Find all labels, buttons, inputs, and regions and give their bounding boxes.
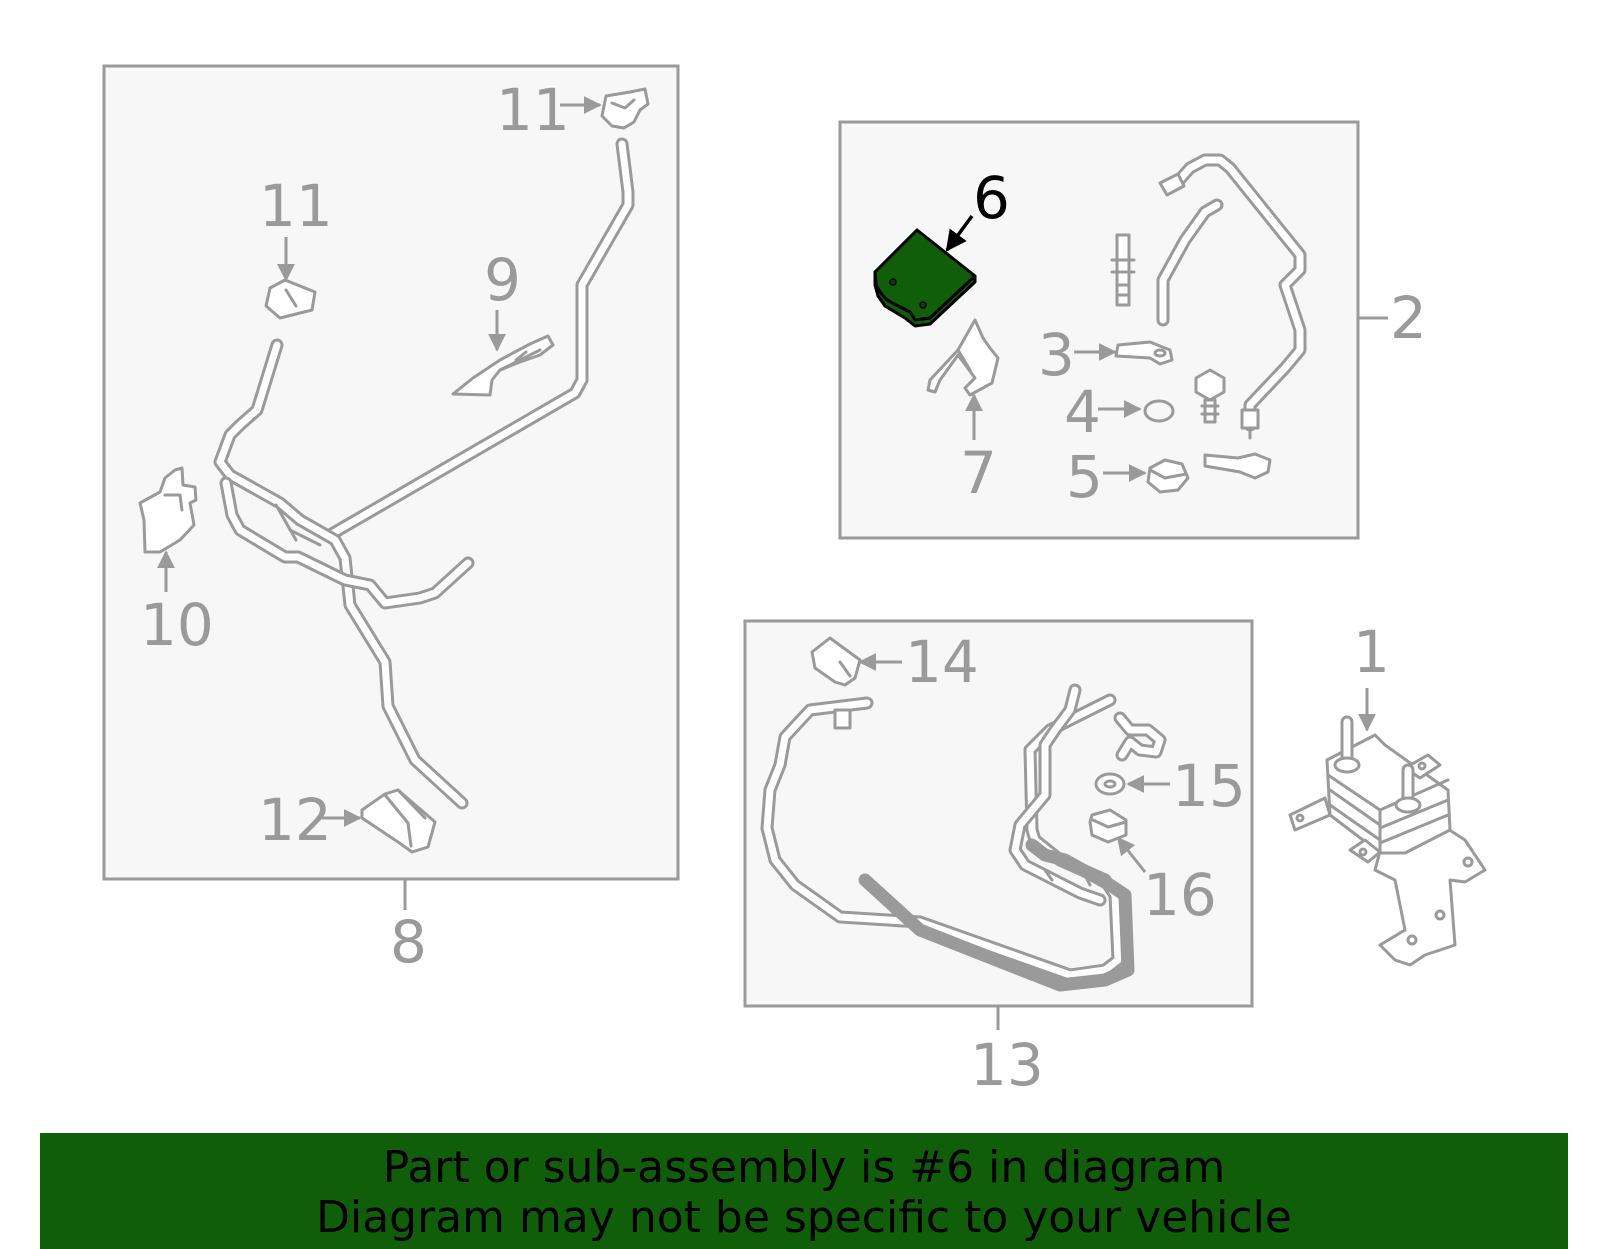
info-banner: Part or sub-assembly is #6 in diagram Di… bbox=[40, 1133, 1568, 1249]
o-ring-4 bbox=[1143, 399, 1175, 423]
callout-16: 16 bbox=[1143, 861, 1217, 929]
assembly-box-13 bbox=[743, 619, 1254, 1030]
callout-9: 9 bbox=[484, 246, 521, 314]
callout-4: 4 bbox=[1064, 378, 1101, 446]
callout-13: 13 bbox=[970, 1031, 1044, 1099]
clip-11-top bbox=[600, 87, 650, 130]
terminal-3 bbox=[1114, 340, 1174, 366]
callout-1: 1 bbox=[1353, 618, 1390, 686]
callout-11-top: 11 bbox=[496, 76, 570, 144]
callout-15: 15 bbox=[1172, 752, 1246, 820]
callout-8: 8 bbox=[390, 908, 427, 976]
callout-12: 12 bbox=[258, 786, 332, 854]
bracket-9 bbox=[451, 334, 555, 397]
tube-assembly-8 bbox=[213, 137, 635, 810]
clip-11-left bbox=[264, 278, 317, 320]
clip-14 bbox=[810, 636, 862, 687]
callout-2: 2 bbox=[1390, 284, 1427, 352]
callout-3: 3 bbox=[1038, 321, 1075, 389]
banner-line-disclaimer: Diagram may not be specific to your vehi… bbox=[316, 1192, 1292, 1243]
highlighted-part-6 bbox=[873, 228, 977, 328]
stud bbox=[1110, 233, 1136, 307]
bolt bbox=[1194, 368, 1226, 424]
clip-12 bbox=[360, 788, 437, 854]
bracket-10 bbox=[138, 466, 198, 554]
callout-10: 10 bbox=[140, 591, 214, 659]
callout-7: 7 bbox=[960, 439, 997, 507]
callout-6: 6 bbox=[973, 164, 1010, 232]
oil-cooler-1 bbox=[1288, 715, 1487, 967]
assembly-box-8 bbox=[102, 64, 680, 910]
banner-line-part: Part or sub-assembly is #6 in diagram bbox=[382, 1142, 1226, 1193]
oil-line bbox=[1158, 153, 1307, 440]
callout-14: 14 bbox=[905, 628, 979, 696]
callout-5: 5 bbox=[1066, 443, 1103, 511]
nut-5 bbox=[1146, 458, 1190, 494]
assembly-box-2 bbox=[838, 120, 1388, 540]
washer-15 bbox=[1094, 772, 1126, 796]
small-bracket bbox=[1203, 452, 1272, 480]
callout-11-left: 11 bbox=[259, 172, 333, 240]
tube-assembly-13 bbox=[760, 683, 1167, 992]
bent-rod bbox=[1156, 198, 1224, 327]
